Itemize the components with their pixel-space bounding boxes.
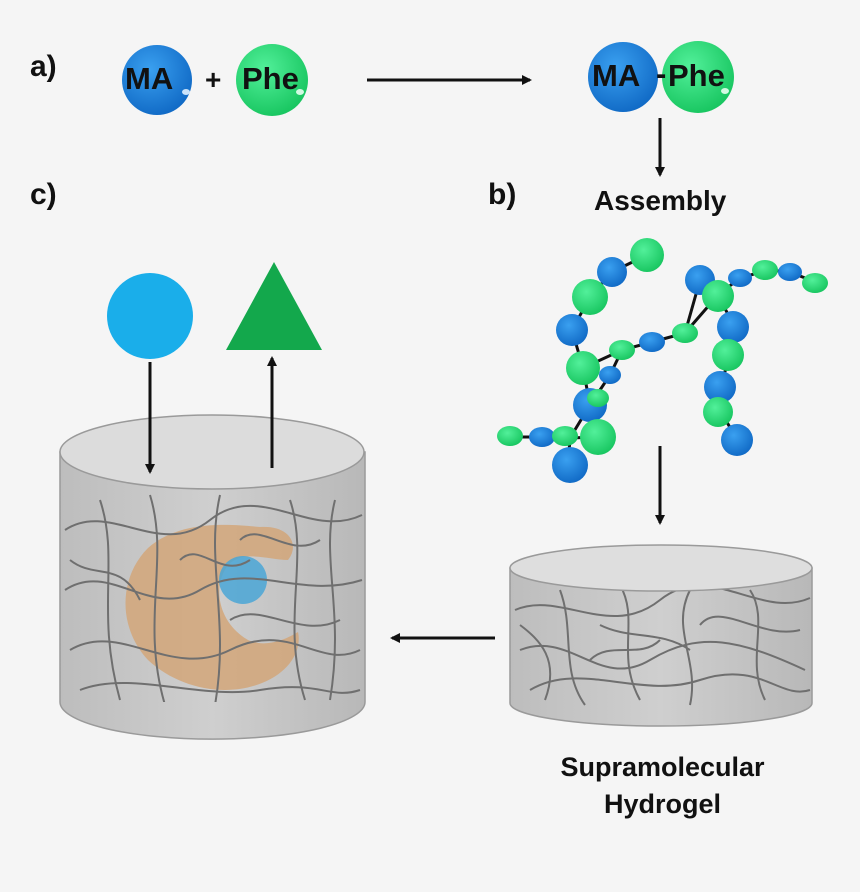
fibre-network [497,238,828,483]
hydrogel-cylinder [509,544,813,727]
load-sphere-icon [107,273,193,359]
product-phe-sphere [662,41,734,113]
hydrogel-label-line2: Hydrogel [603,789,722,819]
product-ma-sphere [588,42,658,112]
product-phe-label: Phe [668,58,725,93]
release-triangle-icon [226,262,322,350]
panel-label-b: b) [488,178,517,211]
reactant-phe-label: Phe [242,61,299,96]
reactant-phe-sphere [236,44,308,116]
reactant-ma-sphere [122,45,192,115]
panel-label-a: a) [30,50,57,83]
loaded-hydrogel-cylinder [59,414,366,740]
plus-sign: + [205,64,222,95]
enzyme-payload [125,524,299,690]
product-ma-label: MA [592,58,641,93]
reactant-ma-label: MA [125,61,174,96]
bound-ligand-sphere [219,556,267,604]
hydrogel-label-line1: Supramolecular [560,752,765,782]
panel-label-c: c) [30,178,57,211]
assembly-label: Assembly [594,185,727,216]
product-link-label: - [656,56,667,91]
